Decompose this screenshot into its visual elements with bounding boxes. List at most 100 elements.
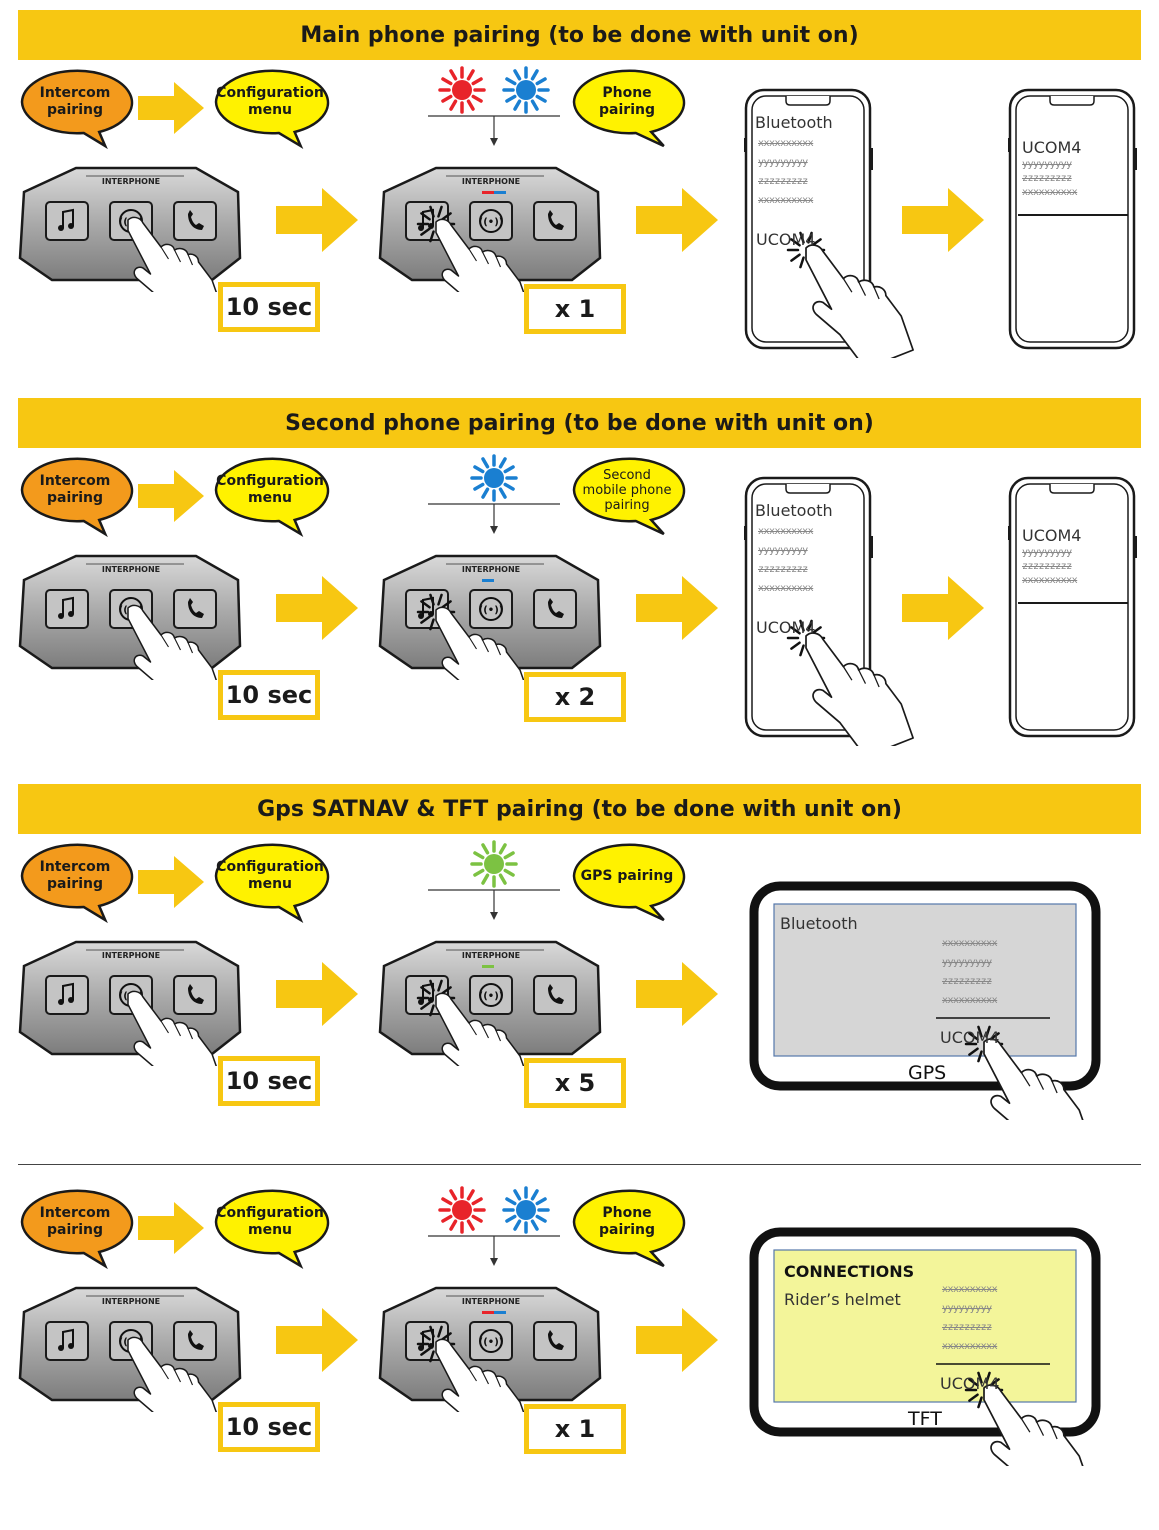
smartphone-connected bbox=[1008, 476, 1137, 738]
intercom-pairing-bubble-line: pairing bbox=[47, 102, 103, 118]
pointing-hand-icon bbox=[435, 218, 525, 292]
phone-button[interactable] bbox=[173, 201, 217, 241]
hold-duration-label: 10 sec bbox=[218, 1056, 320, 1106]
intercom-unit-hold: INTERPHONE((•)) bbox=[18, 554, 242, 680]
phone-button[interactable] bbox=[173, 1321, 217, 1361]
list-item[interactable]: zzzzzzzzz bbox=[1022, 561, 1072, 572]
pointing-hand-icon bbox=[435, 1338, 525, 1412]
configuration-menu-bubble-line: menu bbox=[247, 490, 293, 506]
intercom-icon: ((•)) bbox=[479, 1329, 504, 1353]
led-strip bbox=[482, 191, 494, 194]
mode-bubble-line: pairing bbox=[599, 1222, 655, 1238]
list-item[interactable]: yyyyyyyyy bbox=[942, 1303, 992, 1314]
phone-button[interactable] bbox=[533, 589, 577, 629]
flow-arrow bbox=[276, 962, 358, 1026]
intercom-button[interactable]: ((•)) bbox=[469, 589, 513, 629]
list-item[interactable]: yyyyyyyyy bbox=[758, 157, 808, 168]
tft-display bbox=[749, 1227, 1101, 1466]
list-item[interactable]: xxxxxxxxxx bbox=[942, 938, 998, 949]
list-item[interactable]: xxxxxxxxxx bbox=[1022, 187, 1078, 198]
pointing-hand-icon bbox=[127, 216, 217, 292]
list-item[interactable]: xxxxxxxxxx bbox=[758, 526, 814, 537]
phone-button[interactable] bbox=[533, 201, 577, 241]
device-name[interactable]: UCOM4 bbox=[940, 1028, 1000, 1047]
music-button[interactable] bbox=[45, 1321, 89, 1361]
phone-icon bbox=[548, 984, 564, 1004]
intercom-pairing-bubble-line: Intercom bbox=[39, 473, 111, 489]
music-button[interactable] bbox=[45, 201, 89, 241]
list-item[interactable]: xxxxxxxxxx bbox=[942, 1341, 998, 1352]
led-strip bbox=[494, 1311, 506, 1314]
intercom-button[interactable]: ((•)) bbox=[469, 1321, 513, 1361]
press-count-label: x 5 bbox=[524, 1058, 626, 1108]
intercom-button[interactable]: ((•)) bbox=[469, 201, 513, 241]
intercom-unit-press: INTERPHONE((•)) bbox=[378, 940, 602, 1066]
list-item[interactable]: yyyyyyyyy bbox=[1022, 159, 1072, 170]
screen-subtitle: Rider’s helmet bbox=[784, 1290, 901, 1309]
list-item[interactable]: zzzzzzzzz bbox=[942, 1322, 992, 1333]
device-name[interactable]: UCOM4 bbox=[756, 230, 816, 249]
intercom-unit-hold: INTERPHONE((•)) bbox=[18, 166, 242, 292]
list-item[interactable]: xxxxxxxxxx bbox=[1022, 575, 1078, 586]
phone-notch bbox=[1049, 96, 1095, 106]
list-item[interactable]: yyyyyyyyy bbox=[758, 545, 808, 556]
list-item[interactable]: zzzzzzzzz bbox=[942, 976, 992, 987]
intercom-button[interactable]: ((•)) bbox=[469, 975, 513, 1015]
flow-arrow bbox=[636, 576, 718, 640]
list-item[interactable]: xxxxxxxxxx bbox=[758, 195, 814, 206]
device-name-connected: UCOM4 bbox=[1022, 138, 1082, 157]
intercom-unit-press: INTERPHONE((•)) bbox=[378, 166, 602, 292]
pointing-hand-icon bbox=[435, 992, 525, 1066]
flow-arrow bbox=[636, 1308, 718, 1372]
device-list: yyyyyyyyy zzzzzzzzz xxxxxxxxxx bbox=[1022, 546, 1078, 588]
intercom-icon: ((•)) bbox=[479, 983, 503, 1007]
list-item[interactable]: xxxxxxxxxx bbox=[758, 138, 814, 149]
list-item[interactable]: zzzzzzzzz bbox=[1022, 173, 1072, 184]
intercom-unit-hold: INTERPHONE((•)) bbox=[18, 1286, 242, 1412]
screen-title: CONNECTIONS bbox=[784, 1262, 915, 1281]
pairing-section: Gps SATNAV & TFT pairing (to be done wit… bbox=[0, 774, 1159, 1154]
smartphone-select bbox=[744, 476, 914, 746]
mode-bubble bbox=[572, 843, 686, 922]
mode-bubble-line: GPS pairing bbox=[580, 867, 674, 884]
list-item[interactable]: yyyyyyyyy bbox=[942, 957, 992, 968]
list-item[interactable]: zzzzzzzzz bbox=[758, 176, 808, 187]
music-button[interactable] bbox=[45, 589, 89, 629]
flow-arrow bbox=[276, 576, 358, 640]
configuration-menu-bubble-line: menu bbox=[247, 876, 293, 892]
svg-text:((•)): ((•)) bbox=[479, 1337, 504, 1348]
list-item[interactable]: yyyyyyyyy bbox=[1022, 547, 1072, 558]
device-name[interactable]: UCOM4 bbox=[940, 1374, 1000, 1393]
phone-button[interactable] bbox=[533, 1321, 577, 1361]
phone-button[interactable] bbox=[533, 975, 577, 1015]
svg-text:((•)): ((•)) bbox=[479, 217, 504, 228]
mode-bubble-line: Phone bbox=[602, 1205, 652, 1221]
configuration-menu-bubble-line: Configuration bbox=[216, 859, 324, 875]
press-count-label: x 1 bbox=[524, 284, 626, 334]
mode-bubble-line: Phone bbox=[602, 85, 652, 101]
phone-button[interactable] bbox=[173, 975, 217, 1015]
interphone-logo: INTERPHONE bbox=[102, 1297, 160, 1306]
list-item[interactable]: xxxxxxxxxx bbox=[758, 583, 814, 594]
flow-arrow-small bbox=[138, 82, 204, 134]
pointing-hand-icon bbox=[127, 1336, 217, 1412]
intercom-unit-press: INTERPHONE((•)) bbox=[378, 1286, 602, 1412]
list-item[interactable]: xxxxxxxxxx bbox=[942, 995, 998, 1006]
monitor-label: TFT bbox=[908, 1408, 942, 1430]
flow-arrow bbox=[636, 188, 718, 252]
phone-button[interactable] bbox=[173, 589, 217, 629]
mode-bubble bbox=[572, 69, 686, 148]
music-button[interactable] bbox=[45, 975, 89, 1015]
section-divider bbox=[18, 1164, 1141, 1165]
list-item[interactable]: zzzzzzzzz bbox=[758, 564, 808, 575]
device-name[interactable]: UCOM4 bbox=[756, 618, 816, 637]
mode-bubble bbox=[572, 1189, 686, 1268]
flow-arrow bbox=[902, 188, 984, 252]
music-note-icon bbox=[58, 1328, 74, 1351]
intercom-unit-press: INTERPHONE((•)) bbox=[378, 554, 602, 680]
flow-arrow bbox=[902, 576, 984, 640]
list-item[interactable]: xxxxxxxxxx bbox=[942, 1284, 998, 1295]
